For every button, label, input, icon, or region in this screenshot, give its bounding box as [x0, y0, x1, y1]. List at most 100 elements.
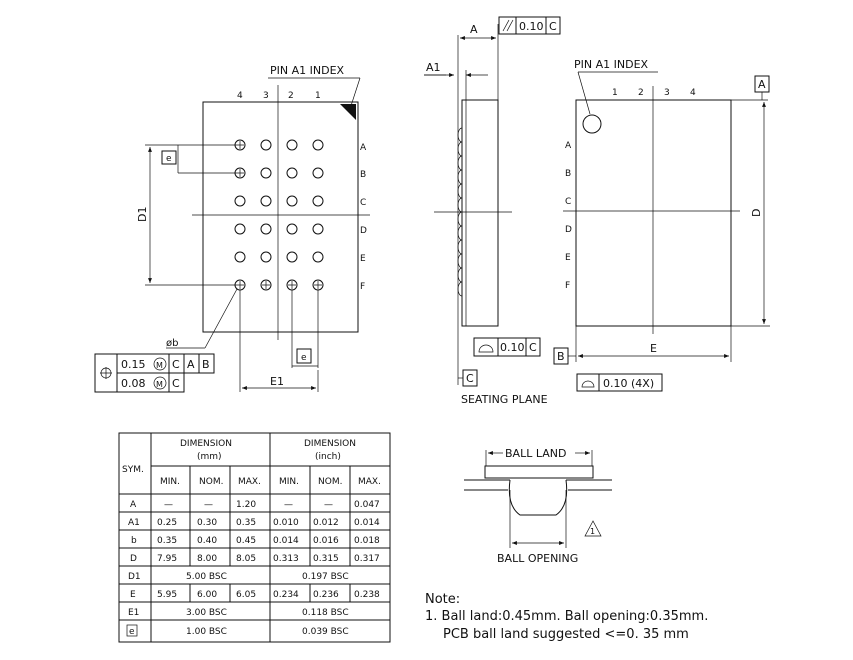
- datum-a-label: A: [758, 78, 766, 91]
- ball: [234, 251, 246, 263]
- ball-land-pad: [484, 465, 594, 479]
- span-cell: 0.197 BSC: [302, 572, 349, 582]
- table-body: A — — 1.20 — — 0.047 A1 0.25 0.30 0.35 0…: [126, 500, 380, 637]
- col-label: 2: [288, 91, 294, 101]
- parallel-ref: C: [549, 20, 557, 33]
- ball: [312, 223, 324, 235]
- ball: [260, 251, 272, 263]
- fcf-ref: B: [202, 358, 210, 371]
- bottom-col-label: 3: [664, 88, 670, 98]
- pin-a1-triangle: [340, 104, 356, 120]
- bottom-row-label: B: [565, 169, 571, 179]
- a1-label: A1: [426, 61, 441, 74]
- datum-a-box: [754, 75, 770, 93]
- e-box: [161, 150, 177, 165]
- fcf-mod-2: M: [156, 380, 163, 389]
- row-label: A: [360, 143, 367, 153]
- table-cell: 8.00: [197, 554, 217, 564]
- parallel-icon: [502, 19, 514, 32]
- mmc-modifier-icon: [153, 357, 167, 371]
- sub-header: MAX.: [238, 477, 261, 487]
- table-cell: 0.313: [273, 554, 299, 564]
- table-cell: 0.45: [236, 536, 256, 546]
- table-cell: 0.236: [313, 590, 339, 600]
- row-label: B: [360, 170, 366, 180]
- seating-plane-label: SEATING PLANE: [461, 393, 548, 406]
- sym-cell: D: [130, 554, 137, 564]
- bottom-flatness-icon: [581, 380, 595, 388]
- bottom-col-label: 2: [638, 88, 644, 98]
- flat-ref: C: [529, 341, 537, 354]
- bottom-pin-a1-leader: [577, 71, 591, 115]
- parallel-symbol-cell: [498, 16, 517, 35]
- ball: [234, 195, 246, 207]
- table-cell: 0.30: [197, 518, 217, 528]
- table-cell: 0.012: [313, 518, 339, 528]
- datum-b-box: [553, 347, 569, 365]
- table-cell: 6.00: [197, 590, 217, 600]
- sym-cell: E1: [128, 608, 139, 618]
- e1-label: E1: [270, 375, 284, 388]
- table-border: [118, 432, 391, 643]
- table-cell: 6.05: [236, 590, 256, 600]
- table-cell: 0.238: [354, 590, 380, 600]
- sym-cell: D1: [128, 572, 141, 582]
- bottom-flat-tol-cell: [598, 373, 663, 392]
- span-cell: 0.118 BSC: [302, 608, 349, 618]
- ball: [286, 223, 298, 235]
- e-dim-label: E: [650, 342, 657, 355]
- bottom-row-label: D: [565, 225, 572, 235]
- row-label: C: [360, 198, 366, 208]
- ball-land-label: BALL LAND: [505, 447, 566, 460]
- table-cell: 0.35: [157, 536, 177, 546]
- pin-a1-leader: [348, 77, 361, 113]
- d1-label: D1: [136, 207, 149, 222]
- ball-center-marks: [236, 141, 322, 289]
- col-label: 3: [263, 91, 269, 101]
- col-label: 4: [237, 91, 243, 101]
- sym-cell: b: [131, 536, 137, 546]
- parallel-ref-cell: [545, 16, 561, 35]
- table-cell: 8.05: [236, 554, 256, 564]
- e-label: e: [166, 154, 172, 164]
- dimension-table: SYM. DIMENSION (mm) DIMENSION (inch) MIN…: [118, 432, 391, 643]
- datum-c-label: C: [466, 372, 474, 385]
- datum-b-label: B: [557, 350, 565, 363]
- fcf-mod-1: M: [156, 361, 163, 370]
- bottom-body: [575, 99, 732, 327]
- ball: [286, 167, 298, 179]
- bottom-row-label: E: [565, 253, 571, 263]
- ball: [286, 251, 298, 263]
- bottom-col-label: 1: [612, 88, 618, 98]
- note-line-2: PCB ball land suggested <=0. 35 mm: [443, 627, 689, 642]
- ball: [260, 139, 272, 151]
- pin-a1-index-label: PIN A1 INDEX: [270, 64, 345, 77]
- mm-header-1: DIMENSION: [180, 439, 232, 449]
- sub-header: MIN.: [160, 477, 180, 487]
- sym-e-box: [126, 624, 138, 637]
- solder-ball: [508, 479, 568, 516]
- sub-header: MAX.: [358, 477, 381, 487]
- side-body: [461, 99, 499, 327]
- ball-opening-label: BALL OPENING: [497, 552, 578, 565]
- fcf-ref: A: [187, 358, 195, 371]
- table-hlines: [119, 493, 390, 621]
- table-cell: 0.234: [273, 590, 299, 600]
- sub-header: NOM.: [318, 477, 342, 487]
- fcf-ref: C: [172, 358, 180, 371]
- note-triangle-icon: [584, 520, 602, 537]
- sub-header: MIN.: [279, 477, 299, 487]
- span-cell: 3.00 BSC: [186, 608, 227, 618]
- phib-leader: [204, 288, 238, 349]
- table-cell: 1.20: [236, 500, 256, 510]
- notes: Note: 1. Ball land:0.45mm. Ball opening:…: [425, 592, 708, 642]
- mm-header-2: (mm): [197, 452, 222, 462]
- sym-cell: A: [130, 500, 137, 510]
- d-label: D: [750, 209, 763, 217]
- e-bottom-box: [296, 348, 312, 364]
- table-cell: —: [204, 500, 213, 510]
- fcf-ref-cell: [168, 372, 185, 393]
- ball: [312, 139, 324, 151]
- table-vlines-inner: [189, 466, 351, 602]
